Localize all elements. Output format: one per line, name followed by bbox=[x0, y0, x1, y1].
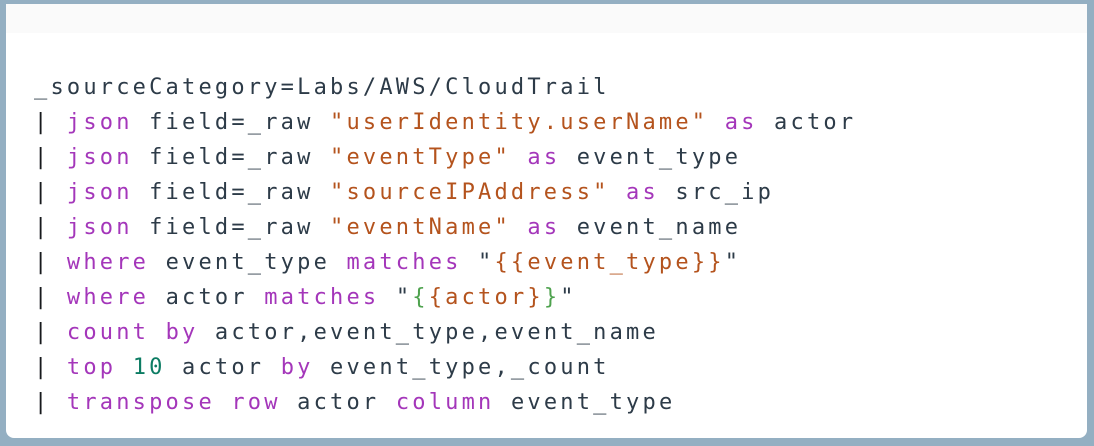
code-token-keyword: as bbox=[527, 145, 561, 170]
code-token-default: actor,event_type,event_name bbox=[198, 320, 659, 345]
code-token-pipe: | bbox=[34, 110, 67, 135]
code-token-string: {actor} bbox=[428, 285, 544, 310]
code-token-default: src_ip bbox=[658, 180, 775, 205]
code-token-default bbox=[708, 110, 724, 135]
code-token-pipe: | bbox=[34, 215, 67, 240]
code-token-keyword: as bbox=[626, 180, 659, 205]
code-token-default bbox=[610, 180, 626, 205]
code-token-keyword: json bbox=[66, 110, 133, 135]
code-token-brace: { bbox=[412, 285, 429, 310]
code-token-default: field=_raw bbox=[132, 180, 331, 205]
code-token-pipe: | bbox=[34, 285, 67, 310]
code-token-default: " bbox=[379, 285, 413, 310]
code-token-default bbox=[116, 355, 132, 380]
code-token-default: field=_raw bbox=[132, 215, 331, 240]
code-token-brace: } bbox=[543, 285, 561, 310]
code-token-pipe: | bbox=[34, 145, 67, 170]
code-line: | where event_type matches "{{event_type… bbox=[34, 245, 1069, 280]
code-token-default: actor bbox=[149, 285, 265, 310]
code-line: _sourceCategory=Labs/AWS/CloudTrail bbox=[34, 70, 1069, 105]
code-line: | transpose row actor column event_type bbox=[34, 385, 1069, 420]
code-token-default: " bbox=[461, 250, 495, 275]
panel-header-strip bbox=[6, 4, 1087, 33]
code-token-keyword: where bbox=[66, 285, 150, 310]
code-token-keyword: json bbox=[66, 215, 133, 240]
code-token-keyword: json bbox=[66, 180, 133, 205]
code-token-default: event_type bbox=[494, 390, 676, 415]
code-token-default bbox=[149, 320, 165, 345]
code-token-default: event_type bbox=[560, 145, 742, 170]
code-token-pipe: | bbox=[34, 320, 67, 345]
code-token-keyword: by bbox=[165, 320, 199, 345]
code-token-default: " bbox=[724, 250, 742, 275]
code-line: | top 10 actor by event_type,_count bbox=[34, 350, 1069, 385]
code-token-keyword: by bbox=[280, 355, 314, 380]
code-token-keyword: matches bbox=[264, 285, 380, 310]
code-token-default: _sourceCategory=Labs/AWS/CloudTrail bbox=[34, 75, 610, 100]
code-token-keyword: top bbox=[66, 355, 117, 380]
code-line: | where actor matches "{{actor}}" bbox=[34, 280, 1069, 315]
code-token-default: actor bbox=[280, 390, 396, 415]
query-panel-card: _sourceCategory=Labs/AWS/CloudTrail | jso… bbox=[6, 4, 1087, 438]
code-token-default: field=_raw bbox=[132, 110, 331, 135]
code-line: | json field=_raw "sourceIPAddress" as s… bbox=[34, 175, 1069, 210]
code-line: | json field=_raw "eventName" as event_n… bbox=[34, 210, 1069, 245]
code-token-number: 10 bbox=[132, 355, 166, 380]
code-token-string: "eventName" bbox=[330, 215, 511, 240]
code-token-default: field=_raw bbox=[132, 145, 331, 170]
code-token-default: " bbox=[560, 285, 577, 310]
code-token-default: event_name bbox=[560, 215, 742, 240]
code-line: | count by actor,event_type,event_name bbox=[34, 315, 1069, 350]
code-token-string: {{event_type}} bbox=[494, 250, 725, 275]
code-token-default: actor bbox=[757, 110, 857, 135]
code-line: | json field=_raw "userIdentity.userName… bbox=[34, 105, 1069, 140]
code-token-pipe: | bbox=[34, 355, 67, 380]
code-token-pipe: | bbox=[34, 250, 67, 275]
code-token-keyword: transpose bbox=[66, 390, 215, 415]
code-token-string: "sourceIPAddress" bbox=[330, 180, 610, 205]
code-token-keyword: as bbox=[724, 110, 758, 135]
code-token-string: "userIdentity.userName" bbox=[330, 110, 709, 135]
code-token-string: "eventType" bbox=[330, 145, 511, 170]
code-token-keyword: row bbox=[231, 390, 281, 415]
code-token-default bbox=[511, 215, 527, 240]
code-token-keyword: as bbox=[527, 215, 561, 240]
code-line: | json field=_raw "eventType" as event_t… bbox=[34, 140, 1069, 175]
code-token-default bbox=[215, 390, 231, 415]
code-token-keyword: column bbox=[395, 390, 495, 415]
code-token-default: actor bbox=[165, 355, 281, 380]
code-token-keyword: json bbox=[66, 145, 133, 170]
code-token-keyword: where bbox=[66, 250, 150, 275]
code-token-pipe: | bbox=[34, 180, 67, 205]
code-token-default: event_type bbox=[149, 250, 347, 275]
code-token-default: event_type,_count bbox=[313, 355, 610, 380]
code-token-keyword: count bbox=[66, 320, 150, 345]
code-token-pipe: | bbox=[34, 390, 67, 415]
code-token-keyword: matches bbox=[346, 250, 462, 275]
query-code-block: _sourceCategory=Labs/AWS/CloudTrail | jso… bbox=[6, 33, 1087, 438]
code-token-default bbox=[511, 145, 527, 170]
